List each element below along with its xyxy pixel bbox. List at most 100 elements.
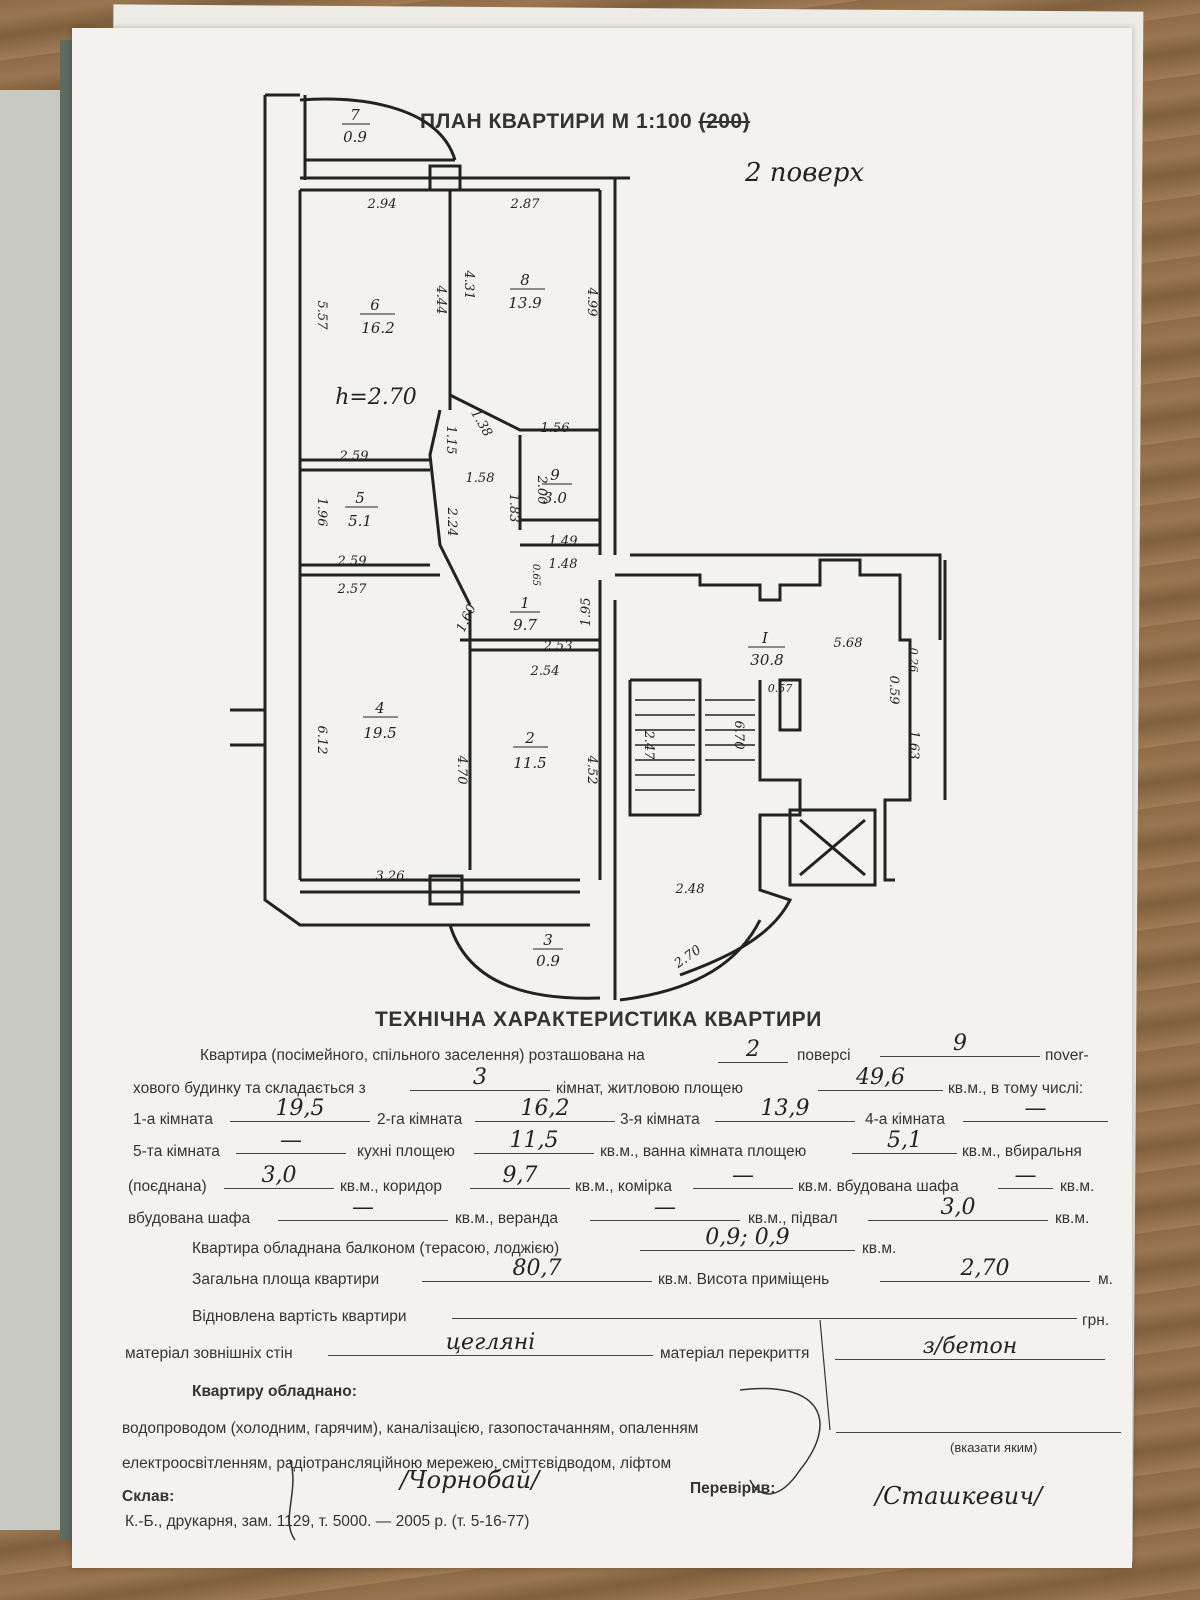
- storeroom-value: —: [693, 1165, 793, 1189]
- line7-text-a: Квартира обладнана балконом (терасою, ло…: [192, 1240, 560, 1257]
- checked-label: Перевірив:: [690, 1480, 776, 1497]
- line4-text-c: кв.м., ванна кімната площею: [600, 1143, 807, 1160]
- corridor-value: 9,7: [470, 1165, 570, 1189]
- equipment-line1: водопроводом (холодним, гарячим), каналі…: [122, 1420, 699, 1437]
- room-6-area: 16.2: [361, 319, 394, 337]
- dim-label: 2.47: [641, 730, 656, 761]
- room-I-number: I: [761, 629, 769, 647]
- compiled-by-signature: /Чорнобай/: [400, 1466, 540, 1494]
- dim-label: 2.54: [530, 664, 560, 679]
- dim-label: 3.26: [376, 869, 405, 884]
- line3-text-c: 3-я кімната: [620, 1111, 700, 1128]
- total-area-value: 80,7: [422, 1258, 652, 1282]
- room-3-number: 3: [543, 931, 553, 949]
- room-1-area: 9.7: [513, 616, 537, 634]
- room-9-area: 3.0: [543, 489, 567, 507]
- line5-text-c: кв.м., комірка: [575, 1178, 672, 1195]
- living-area-value: 49,6: [818, 1067, 943, 1091]
- dim-label: 4.44: [433, 285, 448, 315]
- dim-label: 2.94: [367, 197, 397, 212]
- line6-text-b: кв.м., веранда: [455, 1210, 559, 1227]
- room-I-area: 30.8: [750, 651, 783, 669]
- dim-label: 6.70: [731, 721, 746, 750]
- dim-label: 5.57: [314, 301, 329, 331]
- line10-text-b: матеріал перекриття: [660, 1345, 810, 1362]
- bottom-window-pier: [428, 874, 464, 906]
- dim-label: 4.99: [584, 287, 599, 317]
- dim-label: 1.48: [549, 557, 578, 572]
- compiled-label: Склав:: [122, 1488, 175, 1505]
- dim-label: 4.70: [454, 755, 469, 785]
- floor-note: 2 поверх: [745, 158, 865, 188]
- dim-label: 2.59: [339, 449, 369, 464]
- line8-text-c: м.: [1098, 1271, 1113, 1288]
- room2-value: 16,2: [475, 1098, 615, 1122]
- room-2-area: 11.5: [513, 754, 546, 772]
- line9-text-a: Відновлена вартість квартири: [192, 1308, 407, 1325]
- line4-text-a: 5-та кімната: [133, 1143, 220, 1160]
- room-7-number: 7: [350, 106, 360, 124]
- wardrobe2-value: —: [278, 1197, 448, 1221]
- dim-label: 2.87: [510, 197, 541, 212]
- line7-text-b: кв.м.: [862, 1240, 897, 1257]
- line5-text-d: кв.м. вбудована шафа: [798, 1178, 959, 1195]
- specify-note: (вказати яким): [950, 1440, 1038, 1455]
- rooms-count-value: 3: [410, 1067, 550, 1091]
- stair-pillar: [778, 678, 802, 732]
- line3-text-b: 2-га кімната: [377, 1111, 463, 1128]
- line1-text-b: поверсі: [797, 1047, 851, 1064]
- bathroom-value: 5,1: [852, 1130, 957, 1154]
- dim-label: 2.57: [337, 582, 368, 597]
- dim-label: 1.58: [466, 471, 495, 486]
- room-3-area: 0.9: [536, 952, 560, 970]
- dim-label: 2.59: [337, 554, 367, 569]
- line1-text-c: пover-: [1045, 1047, 1089, 1064]
- dim-label: 0.57: [768, 682, 793, 695]
- dim-label: 1.83: [506, 494, 521, 523]
- line8-text-a: Загальна площа квартири: [192, 1271, 380, 1288]
- equipment-specify-field: [836, 1412, 1121, 1433]
- room-8-area: 13.9: [508, 294, 542, 312]
- checked-by-signature: /Сташкевич/: [875, 1482, 1043, 1510]
- dim-label: 2.53: [543, 639, 573, 654]
- line6-text-a: вбудована шафа: [128, 1210, 251, 1227]
- basement-value: 3,0: [868, 1197, 1048, 1221]
- line5-text-a: (поєднана): [128, 1178, 207, 1195]
- line5-text-e: кв.м.: [1060, 1178, 1095, 1195]
- line10-text-a: матеріал зовнішніх стін: [125, 1345, 293, 1362]
- dim-label: 1.49: [549, 534, 578, 549]
- room-1-number: 1: [520, 594, 530, 612]
- dim-label: 4.31: [461, 270, 476, 300]
- ceiling-material-value: з/бетон: [835, 1336, 1105, 1360]
- dim-label: 1.56: [541, 421, 570, 436]
- toilet-value: 3,0: [224, 1165, 334, 1189]
- room4-value: —: [963, 1098, 1108, 1122]
- dim-label: 4.52: [584, 755, 599, 785]
- line6-text-c: кв.м., підвал: [748, 1210, 838, 1227]
- line8-text-b: кв.м. Висота приміщень: [658, 1271, 830, 1288]
- equipped-heading: Квартиру обладнано:: [192, 1383, 357, 1400]
- line4-text-d: кв.м., вбиральня: [962, 1143, 1082, 1160]
- room-4-number: 4: [374, 699, 385, 717]
- room-5-number: 5: [355, 489, 365, 507]
- dim-label: 1.63: [906, 731, 921, 760]
- dim-label: 6.12: [314, 726, 329, 755]
- room3-value: 13,9: [715, 1098, 855, 1122]
- dim-label: 0.26: [907, 648, 920, 673]
- line2-text-a: хового будинку та складається з: [133, 1080, 366, 1097]
- dim-label: 2.24: [444, 507, 459, 537]
- floors-total-value: 9: [880, 1033, 1040, 1057]
- ceiling-height-note: h=2.70: [335, 385, 417, 410]
- line3-text-a: 1-а кімната: [133, 1111, 213, 1128]
- room-2-number: 2: [524, 729, 535, 747]
- characteristics-title: ТЕХНІЧНА ХАРАКТЕРИСТИКА КВАРТИРИ: [375, 1008, 822, 1031]
- kitchen-value: 11,5: [474, 1130, 594, 1154]
- room-9-number: 9: [550, 466, 560, 484]
- dim-label: 0.59: [886, 676, 901, 705]
- room-8-number: 8: [520, 271, 530, 289]
- line6-text-d: кв.м.: [1055, 1210, 1090, 1227]
- elevator-shaft: [788, 808, 877, 887]
- height-value: 2,70: [880, 1258, 1090, 1282]
- line2-text-b: кімнат, житловою площею: [556, 1080, 744, 1097]
- room1-value: 19,5: [230, 1098, 370, 1122]
